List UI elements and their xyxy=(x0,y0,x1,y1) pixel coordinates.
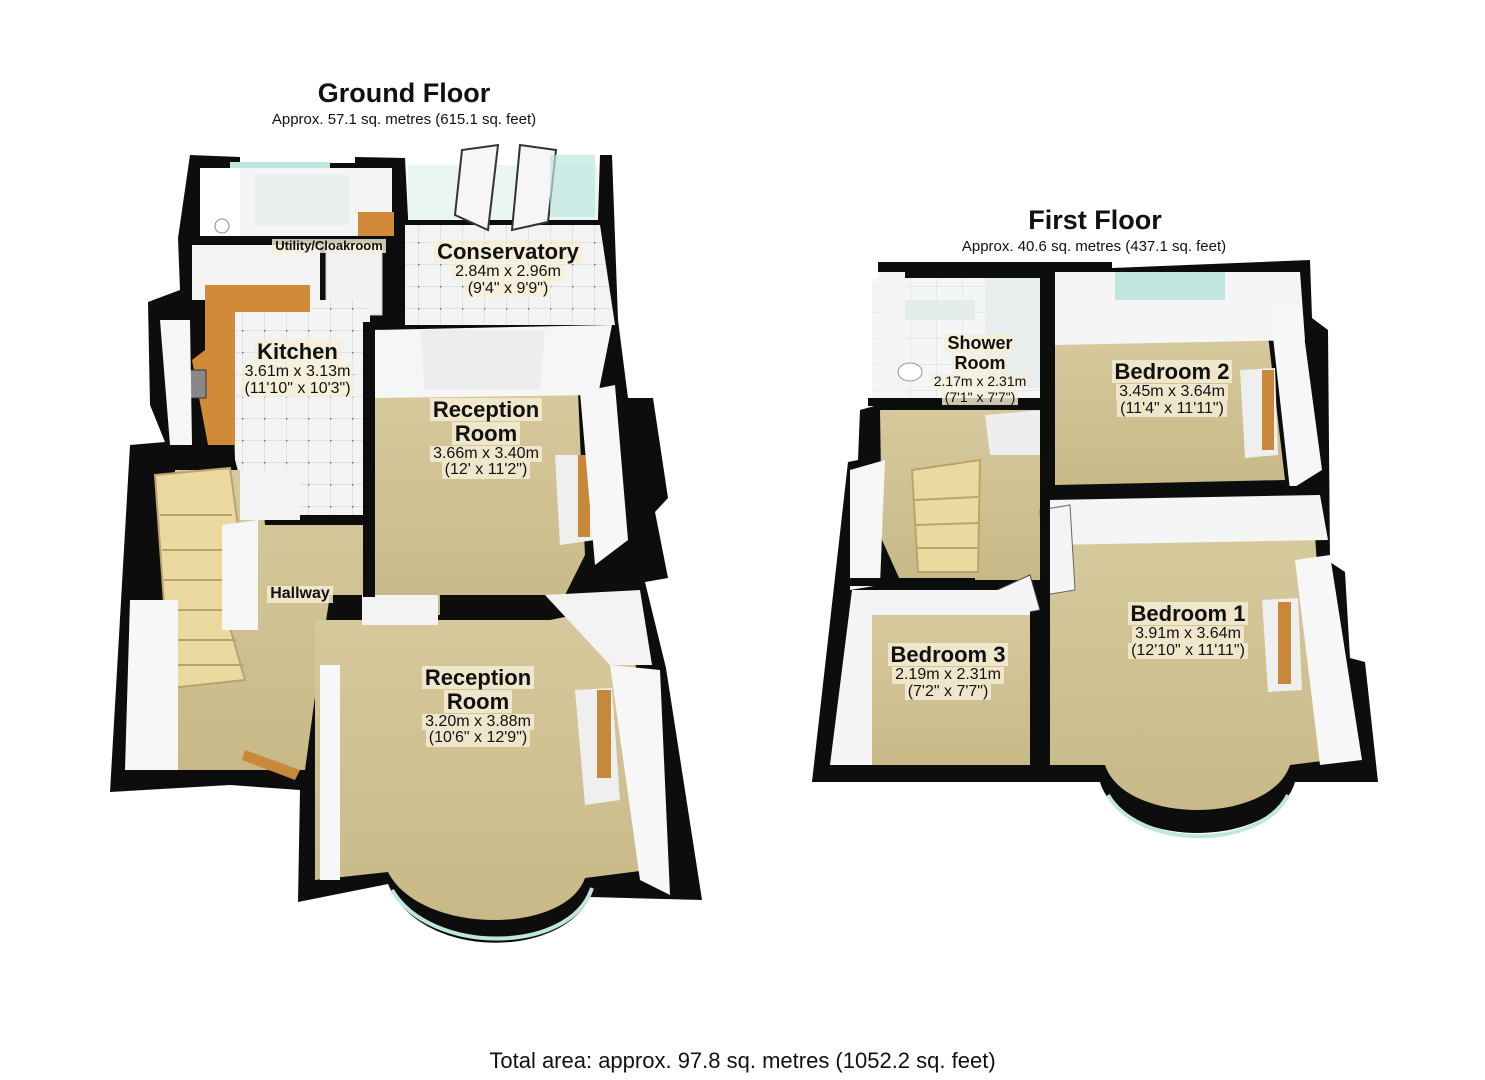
bedroom-2-label: Bedroom 2 3.45m x 3.64m (11'4" x 11'11") xyxy=(1082,360,1262,418)
kitchen-metric: 3.61m x 3.13m xyxy=(241,363,354,381)
ground-floor-plan xyxy=(110,143,702,943)
bedroom-3-metric: 2.19m x 2.31m xyxy=(892,666,1004,684)
first-floor-staircase xyxy=(910,458,982,573)
total-area: Total area: approx. 97.8 sq. metres (105… xyxy=(489,1048,996,1073)
reception-room-1-imperial: (12' x 11'2") xyxy=(441,462,531,480)
reception-room-2-imperial: (10'6" x 12'9") xyxy=(425,730,531,748)
first-floor-area: Approx. 40.6 sq. metres (437.1 sq. feet) xyxy=(961,238,1227,255)
shower-room-label: Shower Room 2.17m x 2.31m (7'1" x 7'7") xyxy=(910,334,1050,407)
bedroom-2-metric: 3.45m x 3.64m xyxy=(1116,383,1228,401)
bedroom-1-name: Bedroom 1 xyxy=(1127,602,1249,625)
ground-floor-title: Ground Floor xyxy=(317,78,491,108)
conservatory-metric: 2.84m x 2.96m xyxy=(452,263,564,281)
conservatory-name: Conservatory xyxy=(434,240,582,263)
first-floor-plan xyxy=(812,260,1378,839)
kitchen-worktop xyxy=(192,285,310,445)
reception-room-1-label: Reception Room 3.66m x 3.40m (12' x 11'2… xyxy=(396,398,576,480)
bedroom-2-name: Bedroom 2 xyxy=(1111,360,1233,383)
utility-cloakroom-label: Utility/Cloakroom xyxy=(262,238,396,255)
ground-floor-area: Approx. 57.1 sq. metres (615.1 sq. feet) xyxy=(271,111,537,128)
bedroom-3-imperial: (7'2" x 7'7") xyxy=(904,683,992,701)
kitchen-name: Kitchen xyxy=(254,340,341,363)
kitchen-imperial: (11'10" x 10'3") xyxy=(241,380,354,398)
shower-room-name-line2: Room xyxy=(951,353,1009,373)
hallway-name: Hallway xyxy=(267,585,333,603)
reception-room-2-metric: 3.20m x 3.88m xyxy=(422,713,534,731)
reception-room-1-name-line2: Room xyxy=(451,422,521,445)
bedroom-3-name: Bedroom 3 xyxy=(887,643,1009,666)
bedroom-1-imperial: (12'10" x 11'11") xyxy=(1128,642,1248,660)
shower-room-metric: 2.17m x 2.31m xyxy=(930,373,1030,389)
conservatory-imperial: (9'4" x 9'9") xyxy=(464,280,552,298)
reception-room-2-name-line2: Room xyxy=(443,690,513,713)
utility-cloakroom-name: Utility/Cloakroom xyxy=(272,239,386,253)
first-floor-title: First Floor xyxy=(1028,205,1162,235)
bedroom-1-label: Bedroom 1 3.91m x 3.64m (12'10" x 11'11"… xyxy=(1098,602,1278,660)
reception-room-2-label: Reception Room 3.20m x 3.88m (10'6" x 12… xyxy=(388,666,568,748)
reception-room-2-name-line1: Reception xyxy=(421,666,535,689)
shower-room-imperial: (7'1" x 7'7") xyxy=(941,390,1019,406)
reception-room-2-floor xyxy=(315,605,648,921)
bedroom-1-floor xyxy=(1048,535,1330,810)
kitchen-label: Kitchen 3.61m x 3.13m (11'10" x 10'3") xyxy=(210,340,385,398)
reception-room-1-name-line1: Reception xyxy=(429,398,543,421)
conservatory-label: Conservatory 2.84m x 2.96m (9'4" x 9'9") xyxy=(408,240,608,298)
shower-room-name-line1: Shower xyxy=(944,334,1016,353)
bedroom-2-imperial: (11'4" x 11'11") xyxy=(1117,400,1227,418)
hallway-label: Hallway xyxy=(250,585,350,603)
bedroom-1-metric: 3.91m x 3.64m xyxy=(1132,625,1244,643)
reception-room-1-metric: 3.66m x 3.40m xyxy=(430,445,542,463)
bedroom-3-label: Bedroom 3 2.19m x 2.31m (7'2" x 7'7") xyxy=(858,643,1038,701)
